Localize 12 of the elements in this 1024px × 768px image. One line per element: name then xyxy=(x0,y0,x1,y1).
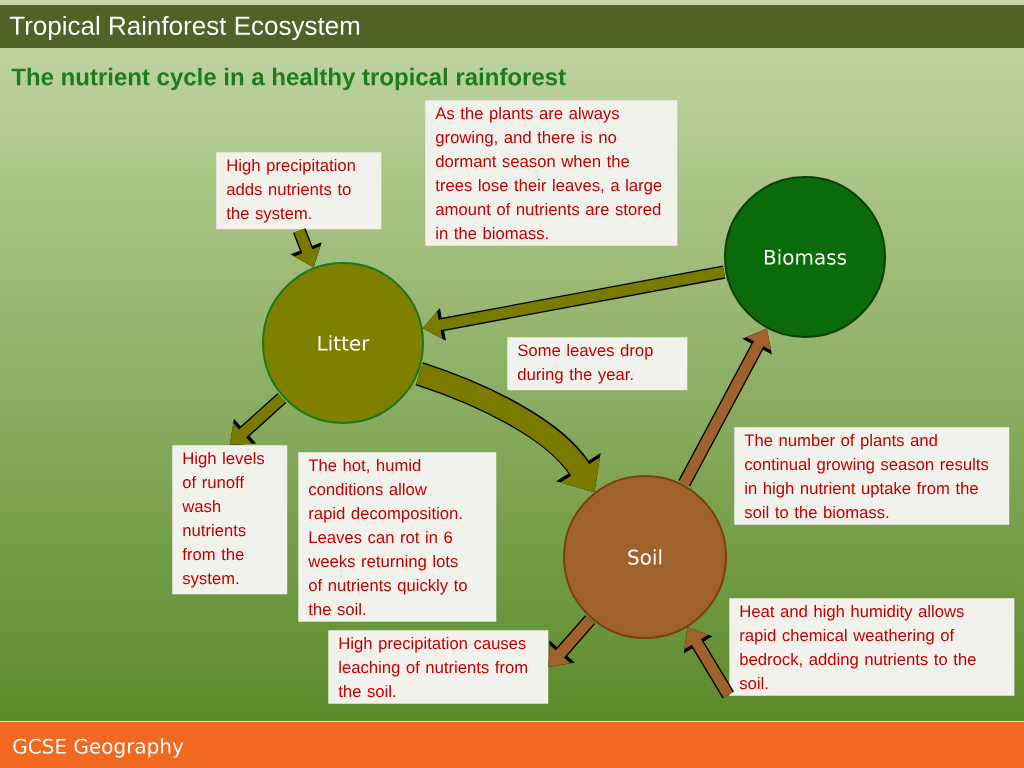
text-box: The number of plants and continual growing season results in high nutrient uptake from the soil to the biomass. xyxy=(734,427,1010,525)
arrow xyxy=(548,615,596,667)
text-box: Some leaves drop during the year. xyxy=(507,337,688,391)
header-bar: Tropical Rainforest Ecosystem xyxy=(0,5,1024,48)
text-box: High precipitation causes leaching of nutrients from the soil. xyxy=(328,630,549,704)
text-box: High precipitation adds nutrients to the system. xyxy=(216,152,382,230)
text-box: Heat and high humidity allows rapid chemical weathering of bedrock, adding nutrients to the soil. xyxy=(729,598,1015,696)
footer-bar: GCSE Geography xyxy=(0,722,1024,768)
text-box: High levels of runoff wash nutrients from the system. xyxy=(172,445,288,595)
subtitle: The nutrient cycle in a healthy tropical rainforest xyxy=(11,67,566,91)
text-box: As the plants are always growing, and there is no dormant season when the trees lose their leaves, a large amount of nutrients are stored in the biomass. xyxy=(425,100,678,246)
text-box: The hot, humid conditions allow rapid decomposition. Leaves can rot in 6 weeks returning lots of nutrients quickly to the soil. xyxy=(298,452,497,622)
